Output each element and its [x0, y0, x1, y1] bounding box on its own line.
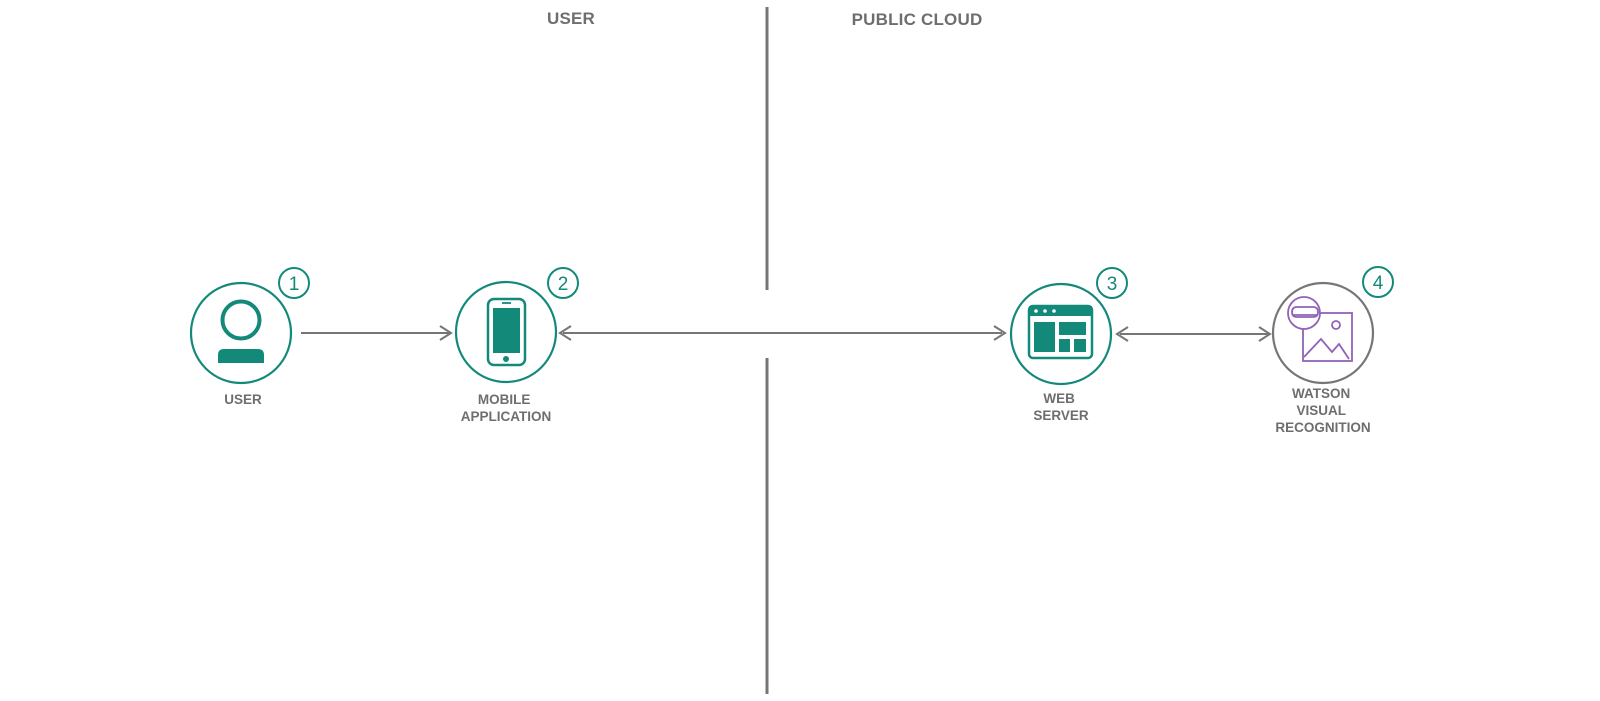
user-section-title: USER — [547, 9, 595, 28]
user-node-circle — [189, 281, 293, 385]
connector-mobile-to-web-server — [558, 325, 1007, 341]
connector-web-server-to-watson — [1115, 326, 1272, 342]
mobile-phone-icon — [486, 297, 527, 367]
step-badge-1: 1 — [278, 267, 310, 299]
step-badge-3: 3 — [1096, 267, 1128, 299]
web-server-node-label: WEB SERVER — [1033, 391, 1089, 423]
user-node-label: USER — [224, 392, 262, 407]
user-icon — [218, 299, 264, 363]
connector-user-to-mobile — [301, 325, 453, 341]
public-cloud-section-title: PUBLIC CLOUD — [852, 10, 983, 29]
node-user: 1 USER — [189, 267, 310, 407]
step-number: 1 — [289, 274, 300, 295]
step-number: 4 — [1373, 273, 1384, 294]
step-number: 2 — [558, 274, 569, 295]
web-browser-window-icon — [1027, 304, 1094, 360]
step-badge-4: 4 — [1362, 266, 1394, 298]
watson-node-circle — [1271, 281, 1375, 385]
step-badge-2: 2 — [547, 267, 579, 299]
node-watson-visual-recognition: 4 WATSON VISUAL RECOGNITION — [1271, 266, 1394, 435]
watson-visual-recognition-icon — [1287, 296, 1353, 362]
node-mobile-application: 2 MOBILE APPLICATION — [454, 267, 579, 424]
mobile-node-label: MOBILE APPLICATION — [461, 392, 552, 424]
watson-node-label: WATSON VISUAL RECOGNITION — [1275, 386, 1370, 435]
step-number: 3 — [1107, 274, 1118, 295]
node-web-server: 3 WEB SERVER — [1009, 267, 1128, 423]
